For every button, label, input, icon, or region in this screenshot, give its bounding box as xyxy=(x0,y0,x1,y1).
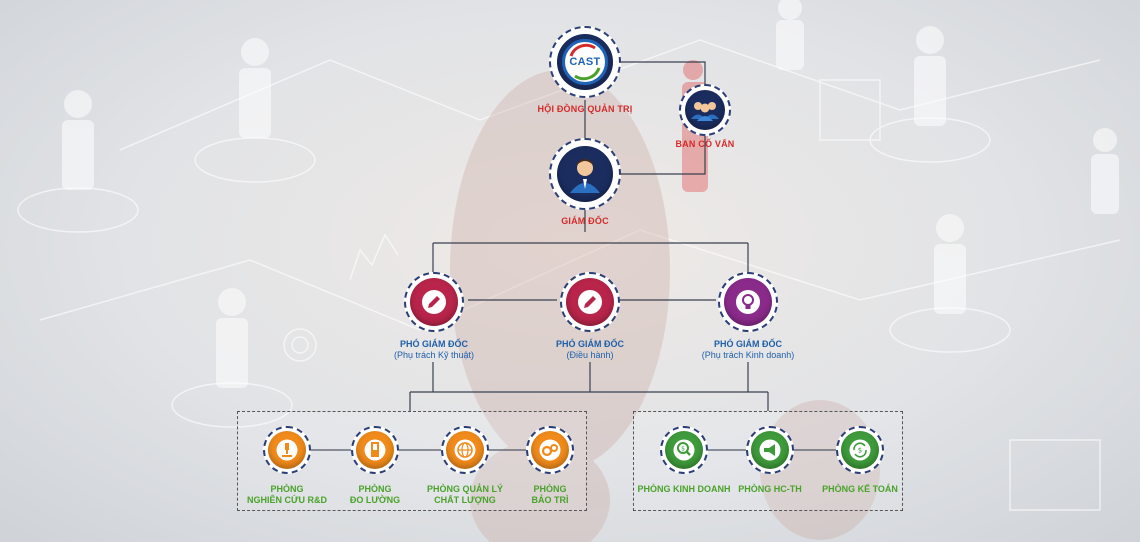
board-node[interactable]: CAST xyxy=(549,26,621,98)
deputy-business-node[interactable] xyxy=(718,272,778,332)
gears-icon xyxy=(539,439,561,461)
board-label: HỘI ĐỒNG QUẢN TRỊ xyxy=(537,104,633,114)
dept-quality-label: PHÒNG QUẢN LÝ CHẤT LƯỢNG xyxy=(410,484,520,506)
deputy-operations-subtitle: (Điều hành) xyxy=(566,350,614,360)
dept-accounting-line1: PHÒNG KẾ TOÁN xyxy=(822,484,898,494)
dept-maintenance-line1: PHÒNG xyxy=(533,484,567,494)
svg-text:$: $ xyxy=(681,446,685,453)
svg-text:$: $ xyxy=(858,447,862,455)
deputy-technical-subtitle: (Phụ trách Kỹ thuật) xyxy=(393,350,475,360)
logo-text: CAST xyxy=(569,56,601,68)
dept-maintenance-label: PHÒNG BẢO TRÌ xyxy=(510,484,590,506)
lightbulb-icon xyxy=(736,290,760,314)
iso-globe-icon xyxy=(454,439,476,461)
director-label: GIÁM ĐỐC xyxy=(561,216,609,226)
team-icon xyxy=(691,102,719,121)
dept-maintenance-node[interactable] xyxy=(526,426,574,474)
dollar-cycle-icon: $ xyxy=(849,439,871,461)
pencil-icon xyxy=(578,290,602,314)
dept-accounting-node[interactable]: $ xyxy=(836,426,884,474)
dept-admin-node[interactable] xyxy=(746,426,794,474)
advisory-node[interactable] xyxy=(679,84,731,136)
dept-rnd-node[interactable] xyxy=(263,426,311,474)
deputy-operations-node[interactable] xyxy=(560,272,620,332)
dept-accounting-label: PHÒNG KẾ TOÁN xyxy=(815,484,905,495)
dept-quality-line2: CHẤT LƯỢNG xyxy=(434,495,496,505)
megaphone-icon xyxy=(759,439,781,461)
deputy-technical-node[interactable] xyxy=(404,272,464,332)
dept-admin-label: PHÒNG HC-TH xyxy=(730,484,810,495)
deputy-business-subtitle: (Phụ trách Kinh doanh) xyxy=(701,350,795,360)
beaker-icon xyxy=(364,439,386,461)
dept-sales-node[interactable]: $ xyxy=(660,426,708,474)
cast-logo: CAST xyxy=(562,39,608,85)
deputy-operations-label: PHÓ GIÁM ĐỐC (Điều hành) xyxy=(530,339,650,360)
dept-measurement-line2: ĐO LƯỜNG xyxy=(349,495,401,505)
dept-sales-label: PHÒNG KINH DOANH xyxy=(634,484,734,495)
dept-rnd-line1: PHÒNG xyxy=(270,484,304,494)
dept-measurement-line1: PHÒNG xyxy=(358,484,392,494)
dept-sales-line1: PHÒNG KINH DOANH xyxy=(637,484,731,494)
dept-measurement-label: PHÒNG ĐO LƯỜNG xyxy=(330,484,420,506)
dept-admin-line1: PHÒNG HC-TH xyxy=(738,484,802,494)
deputy-technical-label: PHÓ GIÁM ĐỐC (Phụ trách Kỹ thuật) xyxy=(368,339,500,360)
dept-measurement-node[interactable] xyxy=(351,426,399,474)
director-node[interactable] xyxy=(549,138,621,210)
dept-quality-node[interactable] xyxy=(441,426,489,474)
dept-maintenance-line2: BẢO TRÌ xyxy=(531,495,569,505)
person-icon xyxy=(570,159,600,193)
microscope-icon xyxy=(276,439,298,461)
dept-rnd-line2: NGHIÊN CỨU R&D xyxy=(247,495,327,505)
dept-quality-line1: PHÒNG QUẢN LÝ xyxy=(426,484,503,494)
deputy-operations-title: PHÓ GIÁM ĐỐC xyxy=(555,339,624,349)
deputy-technical-title: PHÓ GIÁM ĐỐC xyxy=(399,339,468,349)
pencil-icon xyxy=(422,290,446,314)
dept-rnd-label: PHÒNG NGHIÊN CỨU R&D xyxy=(232,484,342,506)
advisory-label: BAN CỐ VẤN xyxy=(675,139,735,149)
deputy-business-title: PHÓ GIÁM ĐỐC xyxy=(713,339,782,349)
dollar-search-icon: $ xyxy=(673,439,695,461)
deputy-business-label: PHÓ GIÁM ĐỐC (Phụ trách Kinh doanh) xyxy=(683,339,813,360)
